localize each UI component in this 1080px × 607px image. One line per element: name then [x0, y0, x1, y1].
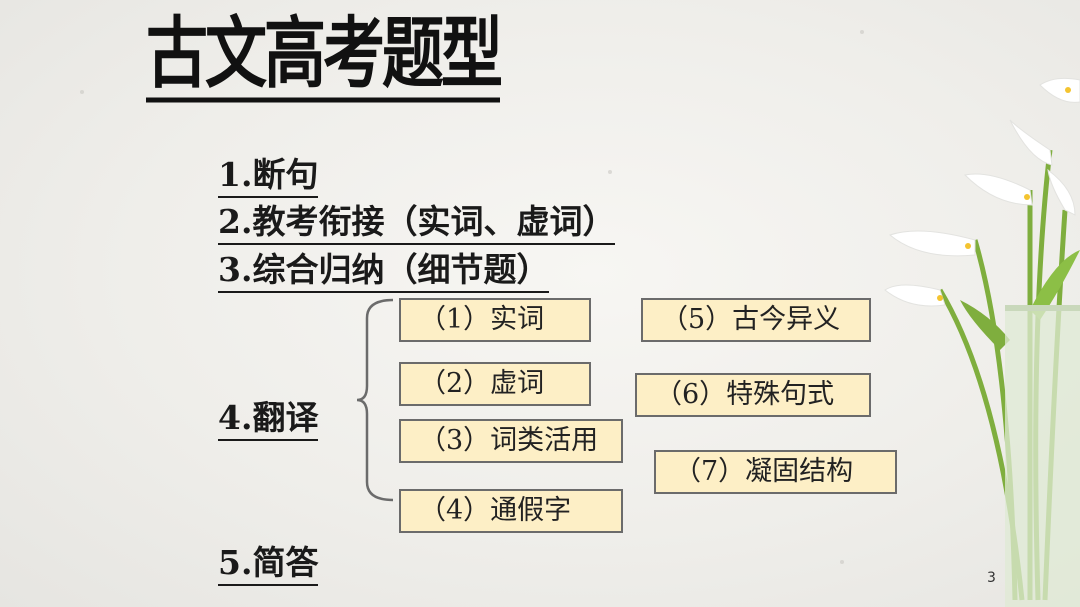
brace-icon — [356, 298, 394, 502]
item-summary-detail: 3.综合归纳（细节题） — [218, 250, 550, 293]
wall-speck — [608, 170, 612, 174]
box-interchangeable-characters: （4）通假字 — [399, 489, 623, 533]
box-ancient-modern-meaning: （5）古今异义 — [641, 298, 871, 342]
wall-speck — [840, 560, 844, 564]
box-function-words: （2）虚词 — [399, 362, 591, 406]
calla-lily-vase-decoration — [884, 77, 1080, 607]
page-title: 古文高考题型 — [146, 9, 503, 103]
box-word-class-shift: （3）词类活用 — [399, 419, 623, 463]
wall-speck — [860, 30, 864, 34]
wall-speck — [80, 90, 84, 94]
item-short-answer: 5.简答 — [218, 543, 319, 586]
box-special-sentence-patterns: （6）特殊句式 — [635, 373, 871, 417]
box-fixed-structures: （7）凝固结构 — [654, 450, 897, 494]
box-content-words: （1）实词 — [399, 298, 591, 342]
item-word-connection: 2.教考衔接（实词、虚词） — [218, 202, 616, 245]
item-sentence-breaking: 1.断句 — [218, 155, 319, 198]
item-translation: 4.翻译 — [218, 398, 319, 441]
page-number: 3 — [987, 570, 996, 586]
